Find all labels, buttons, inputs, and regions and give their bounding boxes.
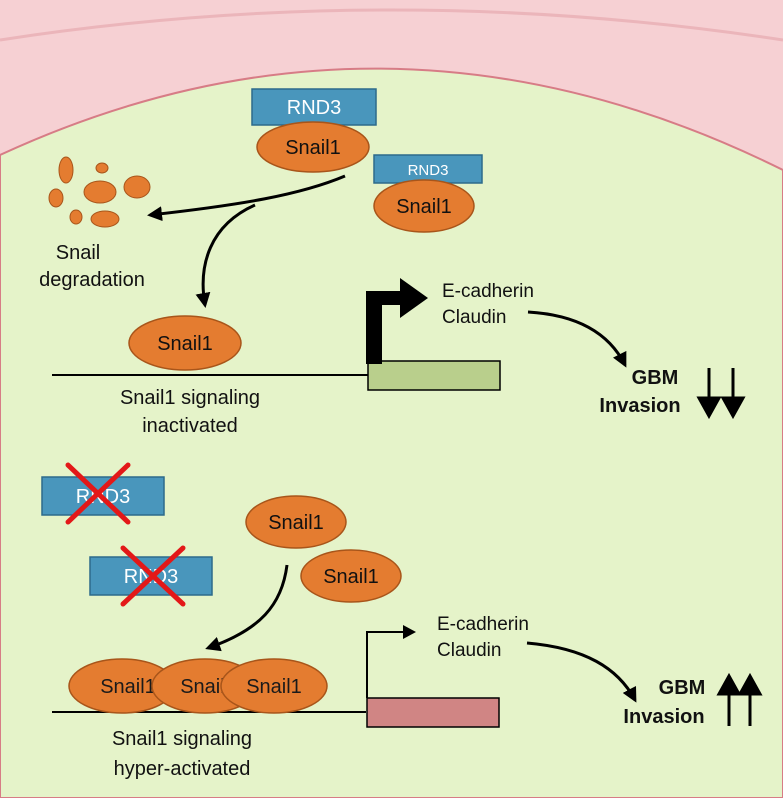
- snail-fragment: [48, 188, 64, 208]
- snail1-on-dna: [128, 315, 242, 371]
- degradation-label-line2: degradation: [39, 269, 145, 291]
- arrow-to-degradation: [147, 174, 346, 222]
- gene-box-inactive: [367, 360, 501, 391]
- membrane-outer-edge: [0, 8, 783, 42]
- caption-bottom-line1: Snail1 signaling: [112, 728, 252, 750]
- outcome-bottom-line2: Invasion: [623, 706, 704, 728]
- cytoplasm-region: [0, 67, 783, 798]
- snail1-label-on-dna: Snail1: [157, 333, 213, 355]
- gene-box-active: [366, 697, 500, 728]
- arrow-to-outcome-top: [527, 310, 627, 368]
- snail1-label-bound-large: Snail1: [285, 137, 341, 159]
- snail-fragment: [123, 175, 151, 199]
- caption-top-line2: inactivated: [142, 415, 238, 437]
- cross-icon: [120, 545, 186, 607]
- degradation-label-line1: Snail: [56, 242, 100, 264]
- rnd3-box-crossed-2: [89, 556, 213, 596]
- up-arrows-icon: [716, 672, 763, 726]
- rnd3-box-crossed-1: [41, 476, 165, 516]
- snail-fragment: [58, 156, 74, 184]
- promoter-arrow-weak: [366, 625, 416, 698]
- snail1-label-bound-small: Snail1: [396, 196, 452, 218]
- snail-fragment: [95, 162, 109, 174]
- target-gene-claudin-bottom: Claudin: [437, 640, 501, 661]
- promoter-arrow-strong: [366, 278, 428, 364]
- caption-bottom-line2: hyper-activated: [114, 758, 251, 780]
- snail-fragment: [90, 210, 120, 228]
- snail1-bound-small: [373, 179, 475, 233]
- snail-fragment: [69, 209, 83, 225]
- outcome-top-line2: Invasion: [599, 395, 680, 417]
- cross-icon: [65, 462, 131, 525]
- arrow-to-outcome-bottom: [526, 641, 637, 703]
- rnd3-label-large: RND3: [287, 97, 341, 119]
- snail1-bound-large: [256, 121, 370, 173]
- snail1-label-free-2: Snail1: [323, 566, 379, 588]
- snail-fragment: [83, 180, 117, 204]
- target-gene-claudin-top: Claudin: [442, 307, 506, 328]
- snail1-free-2: [300, 549, 402, 603]
- snail-fragments: [48, 156, 151, 228]
- arrow-snail-to-dna: [205, 564, 289, 652]
- snail1-label-dna-1: Snail1: [100, 676, 156, 698]
- target-gene-ecadherin-bottom: E-cadherin: [437, 614, 529, 635]
- outcome-top-line1: GBM: [632, 367, 679, 389]
- snail1-free-1: [245, 495, 347, 549]
- arrow-to-dna: [195, 203, 256, 308]
- snail1-label-free-1: Snail1: [268, 512, 324, 534]
- snail1-label-dna-3: Snail1: [246, 676, 302, 698]
- target-gene-ecadherin-top: E-cadherin: [442, 281, 534, 302]
- caption-top-line1: Snail1 signaling: [120, 387, 260, 409]
- down-arrows-icon: [696, 368, 746, 420]
- outcome-bottom-line1: GBM: [659, 677, 706, 699]
- rnd3-label-small: RND3: [408, 162, 449, 179]
- rnd3-box-large: [251, 88, 377, 126]
- snail1-dna-3: [220, 658, 328, 714]
